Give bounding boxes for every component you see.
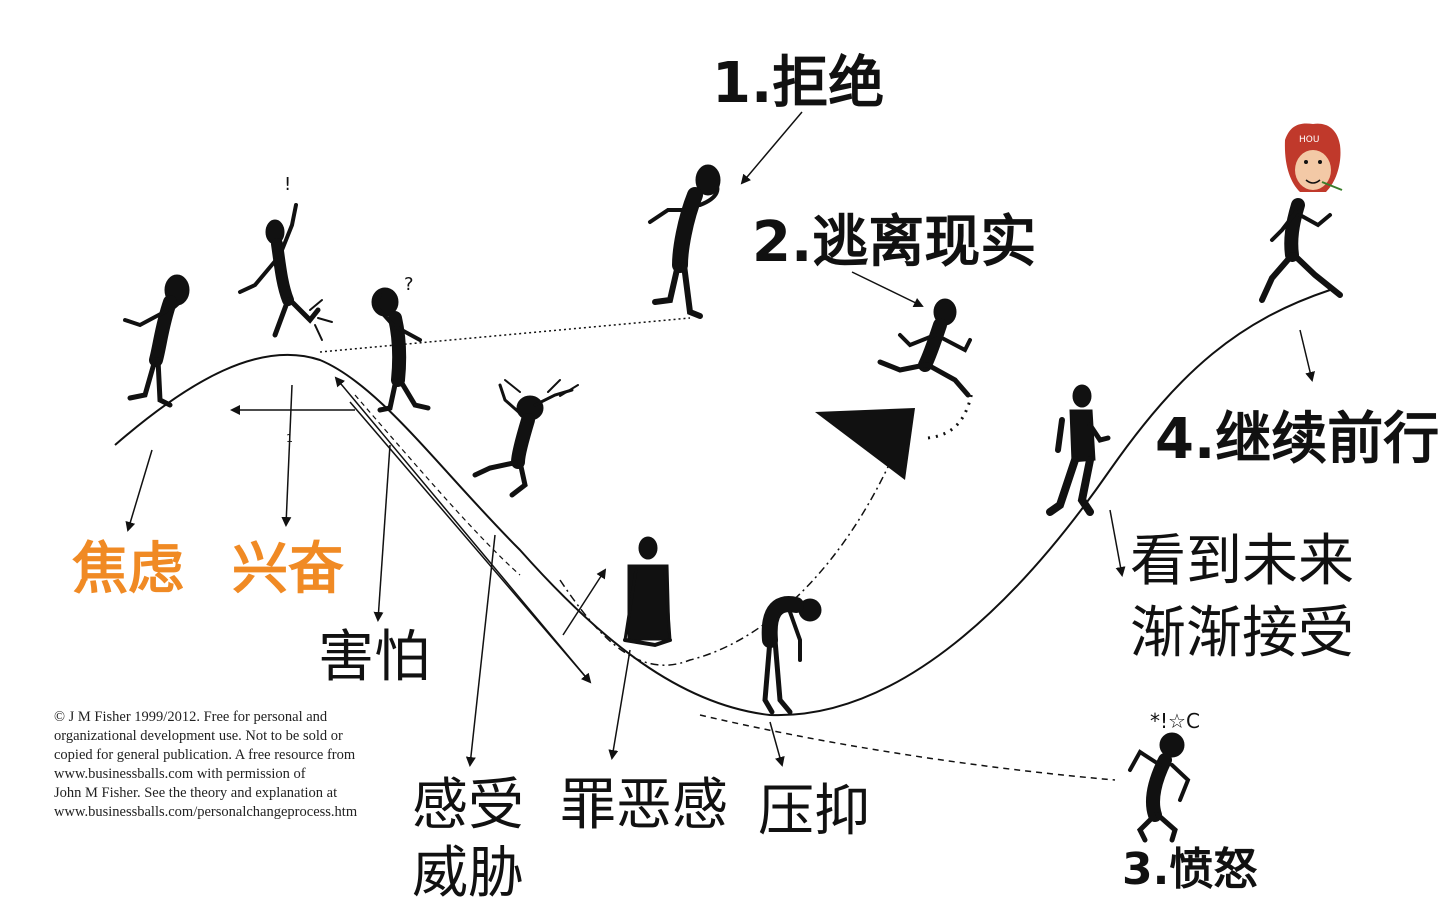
emotion-fear: 害怕: [318, 625, 430, 690]
walking-person-icon: [1046, 384, 1111, 516]
running-away-person-icon: [877, 298, 972, 398]
monkey-tag: HOU: [1299, 135, 1319, 145]
escape-dashdot-line: [559, 439, 901, 666]
stage-4-moving-on-title: 4.继续前行: [1155, 407, 1440, 472]
emotion-anxiety: 焦虑: [72, 537, 184, 602]
emotion-threat-line1: 感受: [412, 773, 524, 838]
monkey-head-icon: [1284, 123, 1343, 192]
angry-person-icon: [1128, 732, 1191, 843]
emotion-future-line1: 看到未来: [1130, 529, 1354, 594]
emotion-guilt: 罪恶感: [560, 773, 728, 838]
stage-2-escape-title: 2.逃离现实: [752, 210, 1037, 275]
credit-line-6: www.businessballs.com/personalchangeproc…: [54, 804, 358, 820]
emotion-depression: 压抑: [758, 779, 870, 844]
credit-line-5: John M Fisher. See the theory and explan…: [54, 785, 338, 801]
denying-person-icon: [648, 164, 721, 319]
emotion-excitement: 兴奋: [232, 537, 344, 602]
credit-line-3: copied for general publication. A free r…: [54, 747, 356, 763]
running-person-icon: [1259, 198, 1343, 303]
guilty-person-icon: [623, 536, 672, 648]
transition-curve: [114, 289, 1331, 717]
escape-landing-dots: [927, 391, 974, 440]
confused-person-icon: [371, 287, 431, 413]
worried-person-icon: [123, 274, 190, 408]
anger-symbols: *!☆C: [1150, 709, 1200, 733]
label-arrows: [125, 111, 1315, 767]
tick-label: 1: [286, 432, 293, 445]
stage-3-anger-title: 3.愤怒: [1122, 844, 1258, 895]
credit-line-1: © J M Fisher 1999/2012. Free for persona…: [54, 709, 328, 725]
exclaim-mark: !: [284, 174, 291, 195]
anger-dashed-line: [699, 714, 1116, 781]
downslope-dashed-line: [354, 394, 521, 576]
credit-line-2: organizational development use. Not to b…: [54, 728, 343, 744]
panicked-person-icon: [472, 379, 579, 498]
depressed-person-icon: [761, 596, 822, 715]
emotion-threat-line2: 威胁: [412, 841, 524, 906]
question-mark: ?: [404, 274, 414, 295]
escape-ledge: [815, 408, 915, 480]
shocked-person-icon: [238, 203, 333, 341]
emotion-future-line2: 渐渐接受: [1130, 601, 1354, 666]
denial-dotted-line: [319, 317, 691, 353]
copyright-credit: © J M Fisher 1999/2012. Free for persona…: [54, 708, 414, 822]
stage-1-denial-title: 1.拒绝: [712, 51, 885, 116]
credit-line-4: www.businessballs.com with permission of: [54, 766, 306, 782]
